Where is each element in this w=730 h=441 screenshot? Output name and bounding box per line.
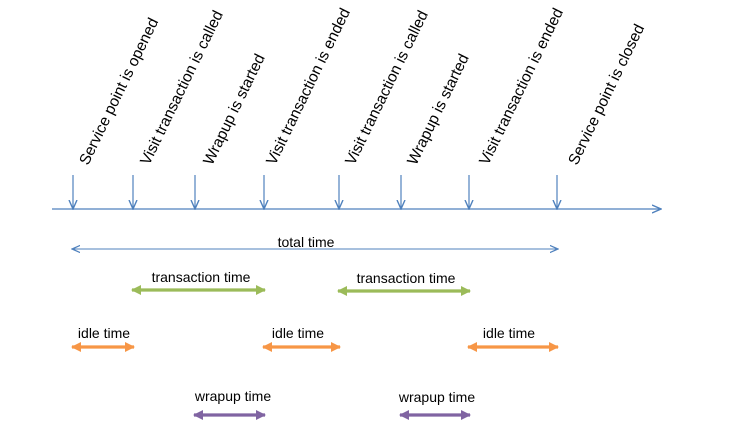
event-label: Visit transaction is ended [263,6,354,168]
transaction-time-label: transaction time [152,269,251,285]
wrapup-time-label: wrapup time [194,388,271,404]
idle-time-label: idle time [483,325,535,341]
event-label: Visit transaction is ended [476,6,567,168]
total-time-label: total time [278,234,335,250]
event-label: Wrapup is started [200,51,268,167]
transaction-time-label: transaction time [357,270,456,286]
idle-time-label: idle time [272,325,324,341]
event-label: Wrapup is started [404,51,472,167]
wrapup-time-label: wrapup time [398,389,475,405]
event-label: Service point is closed [565,22,648,168]
idle-time-label: idle time [78,325,130,341]
time-spans-group: total time transaction time transaction ti… [71,234,559,420]
